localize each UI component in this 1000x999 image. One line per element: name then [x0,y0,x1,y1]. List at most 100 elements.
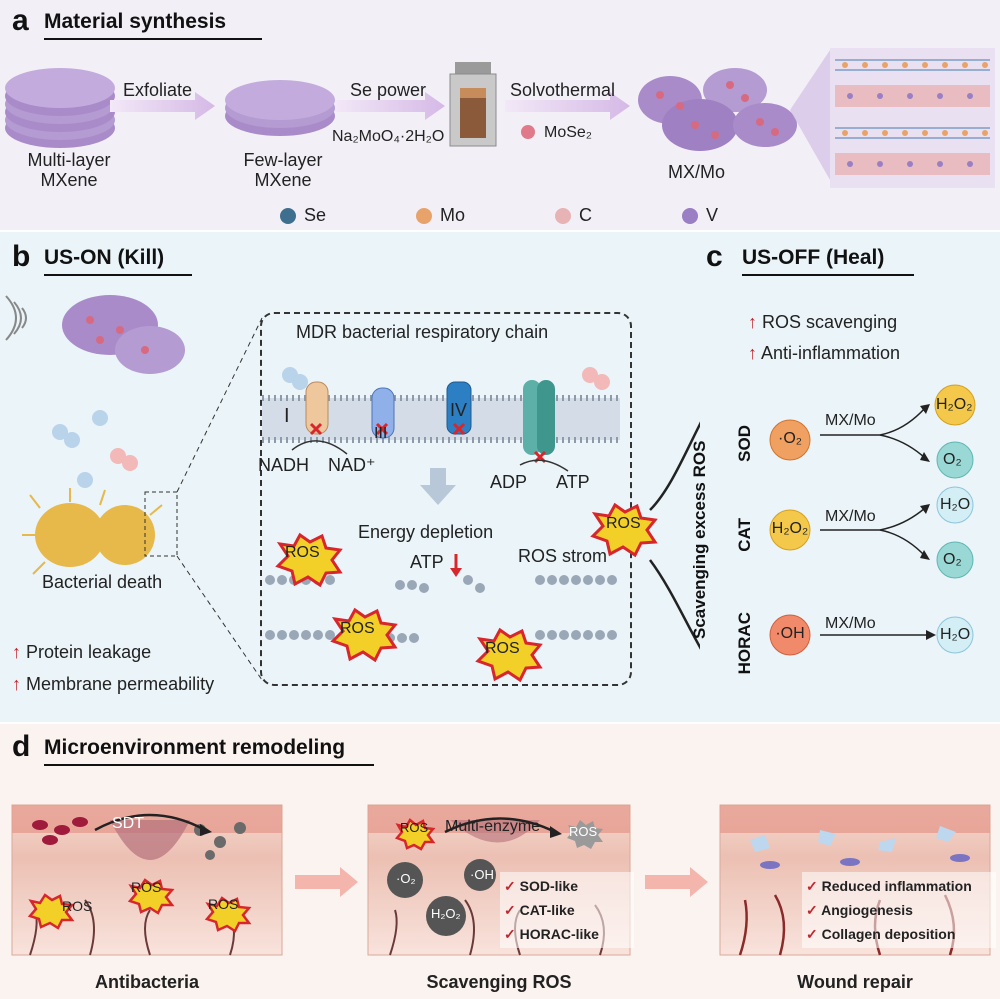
check-icon: ✓ [806,926,818,942]
cat-output-1: H₂O [940,496,971,513]
checklist-item: ✓ SOD-like [504,878,578,894]
ros-storm-label: ROS strom [518,546,608,566]
sdt-label: SDT [112,815,144,832]
ros-tissue-label-4: ROS [400,820,429,835]
legend-se: Se [280,205,326,226]
complex-i-label: I [284,405,290,427]
panel-c-letter: c [706,240,723,273]
legend-c: C [555,205,592,226]
repair-checklist: ✓ Reduced inflammation ✓ Angiogenesis ✓ … [802,872,996,948]
cat-catalyst-label: MX/Mo [825,508,876,525]
solvothermal-arrow [505,92,630,120]
element-legend: Se Mo C V [280,205,760,226]
complex-iii-label: III [374,425,388,442]
check-icon: ✓ [504,926,516,942]
respiratory-chain-title: MDR bacterial respiratory chain [296,322,549,342]
superoxide-circle-icon [769,419,811,461]
ros-scavenging-label: ROS scavenging [762,312,898,332]
atp-label: ATP [556,472,590,492]
nadh-label: NADH [258,455,310,475]
complex-iv-icon [446,381,472,435]
stage-arrow-1 [295,867,358,897]
mxene-text-1: MXene [40,170,98,190]
protein-leakage-row: ↑ Protein leakage [12,642,151,663]
stage-label-antibacteria: Antibacteria [94,972,200,992]
kill-illustration [5,295,700,683]
atp-synthase-icon [523,380,555,455]
panel-c-title-underline [742,274,914,276]
ros-burst-label-2: ROS [340,620,375,637]
up-arrow-icon: ↑ [748,343,757,363]
sodium-molybdate-label: Na₂MoO₄·2H₂O [332,128,445,145]
stage-label-scavenging: Scavenging ROS [426,972,572,992]
mx-mo-label: MX/Mo [668,162,726,182]
nad-label: NAD⁺ [328,455,376,475]
multi-enzyme-label: Multi-enzyme [445,818,541,835]
panel-b-letter: b [12,240,31,273]
panel-d-title: Microenvironment remodeling [44,736,346,759]
complex-i-icon [305,381,329,435]
bacterial-death-label: Bacterial death [42,572,163,592]
h2o-circle-icon [936,486,974,524]
panel-d-title-underline [44,764,374,766]
se-power-label: Se power [350,80,427,100]
respiratory-chain-box [260,312,632,686]
check-icon: ✓ [806,878,818,894]
atp-down-label: ATP [410,552,444,572]
up-arrow-icon: ↑ [12,642,21,662]
ros-bubbles-icon [52,367,610,488]
panel-c-title: US-OFF (Heal) [742,246,885,269]
wound-tissue-illustration [11,804,991,956]
se-power-arrow [335,92,445,120]
scavenge-arrow-down [648,559,700,650]
sod-catalyst-label: MX/Mo [825,412,876,429]
h2o2-circle-icon [934,384,976,426]
checklist-item: ✓ Angiogenesis [806,902,913,918]
h2o2-bubble-label: H₂O₂ [431,906,461,921]
hydroxyl-bubble-label: ·OH [470,867,494,882]
sod-output-2: O₂ [943,451,962,468]
atp-down-arrow-icon [450,554,462,577]
few-layer-mxene-icon [225,80,335,136]
h2o-circle-icon [936,616,974,654]
few-layer-text: Few-layer [243,150,323,170]
ros-tissue-label-5: ROS [569,824,598,839]
se-dot-icon [280,208,296,225]
ros-tissue-label-2: ROS [131,879,162,895]
mx-mo-flakes-icon [638,68,797,151]
mose2-particle-icon [521,125,535,139]
legend-mo: Mo [416,205,465,226]
cat-label: CAT [735,518,754,552]
synthesis-illustration [5,48,995,188]
ultrasound-icon [5,295,27,341]
complex-iv-label: IV [450,400,468,420]
horac-input-label: ·OH [775,625,805,642]
panel-b-title-underline [44,274,192,276]
scavenging-checklist: ✓ SOD-like ✓ CAT-like ✓ HORAC-like [500,872,634,948]
adp-arrow [519,459,569,472]
checklist-item: ✓ HORAC-like [504,926,599,942]
check-icon: ✓ [806,902,818,918]
mo-dot-icon [416,208,433,225]
multi-layer-mxene-icon [5,68,115,148]
ros-tissue-label-1: ROS [62,898,93,914]
exfoliate-arrow [110,92,215,120]
o2-circle-icon [936,541,974,579]
protein-leakage-label: Protein leakage [26,642,152,662]
up-arrow-icon: ↑ [12,674,21,694]
o2-circle-icon [936,441,974,479]
exfoliate-label: Exfoliate [123,80,193,100]
mxene-text-2: MXene [254,170,312,190]
membrane-permeability-label: Membrane permeability [26,674,215,694]
enzyme-reactions [769,384,976,656]
solvothermal-label: Solvothermal [510,80,616,100]
legend-v: V [682,205,718,226]
tissue-antibacteria [11,804,283,956]
check-icon: ✓ [504,902,516,918]
bacterium-icon [22,488,163,575]
ros-burst-label-4: ROS [606,515,641,532]
zoom-box [144,491,178,557]
checklist-item: ✓ Reduced inflammation [806,878,972,894]
c-dot-icon [555,208,572,225]
cat-input-label: H₂O₂ [771,520,809,537]
